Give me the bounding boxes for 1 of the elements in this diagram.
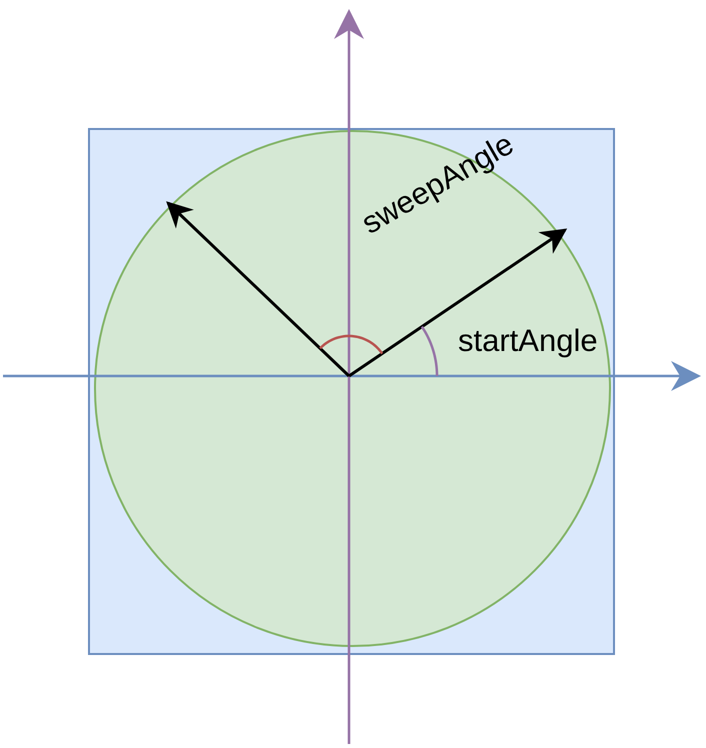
angle-label: startAngle (458, 325, 598, 356)
